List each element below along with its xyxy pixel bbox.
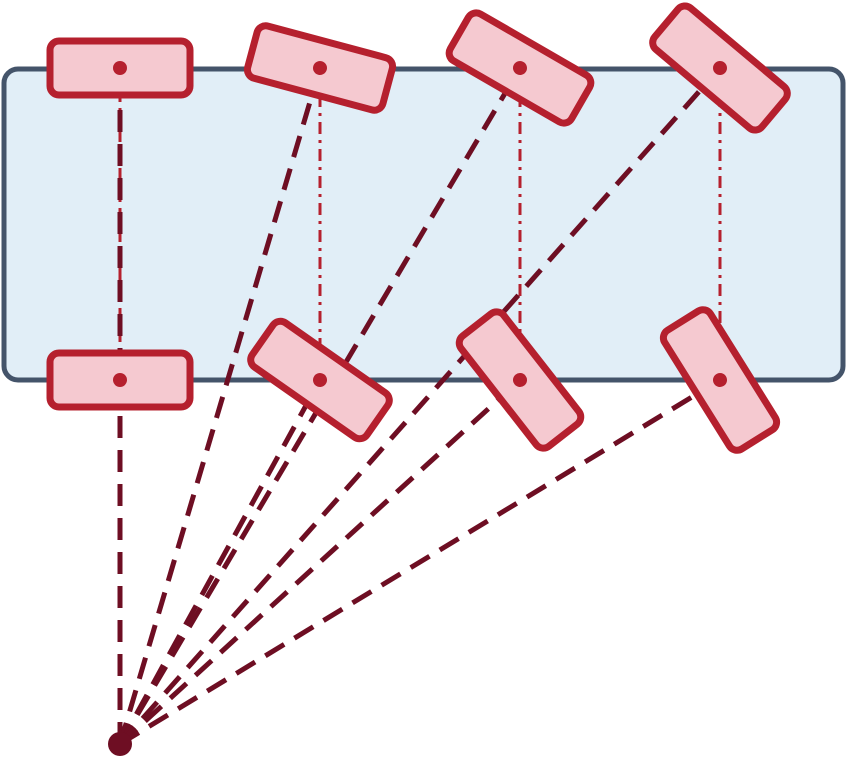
wheels bbox=[46, 2, 791, 454]
rotation-ray bbox=[117, 67, 323, 745]
wheel bbox=[243, 22, 397, 114]
wheel-hub-point bbox=[513, 373, 527, 387]
wheel bbox=[46, 37, 194, 99]
wheel bbox=[649, 2, 791, 134]
wheel bbox=[445, 9, 595, 127]
center-of-rotation-point bbox=[108, 732, 132, 756]
rotation-ray bbox=[118, 66, 722, 746]
rotation-ray bbox=[118, 378, 522, 746]
wheel-hub-point bbox=[113, 373, 127, 387]
wheel-hub-point bbox=[313, 373, 327, 387]
wheel-hub-point bbox=[713, 373, 727, 387]
wheel-hub-point bbox=[713, 61, 727, 75]
wheel bbox=[247, 317, 393, 443]
wheel-hub-point bbox=[313, 61, 327, 75]
rotation-ray bbox=[117, 378, 323, 746]
wheel bbox=[659, 306, 781, 454]
wheel bbox=[455, 308, 585, 452]
wheel bbox=[46, 349, 194, 411]
rotation-ray bbox=[118, 377, 722, 747]
wheel-hub-point bbox=[513, 61, 527, 75]
wheel-hub-point bbox=[113, 61, 127, 75]
vehicle-body bbox=[1, 66, 846, 383]
